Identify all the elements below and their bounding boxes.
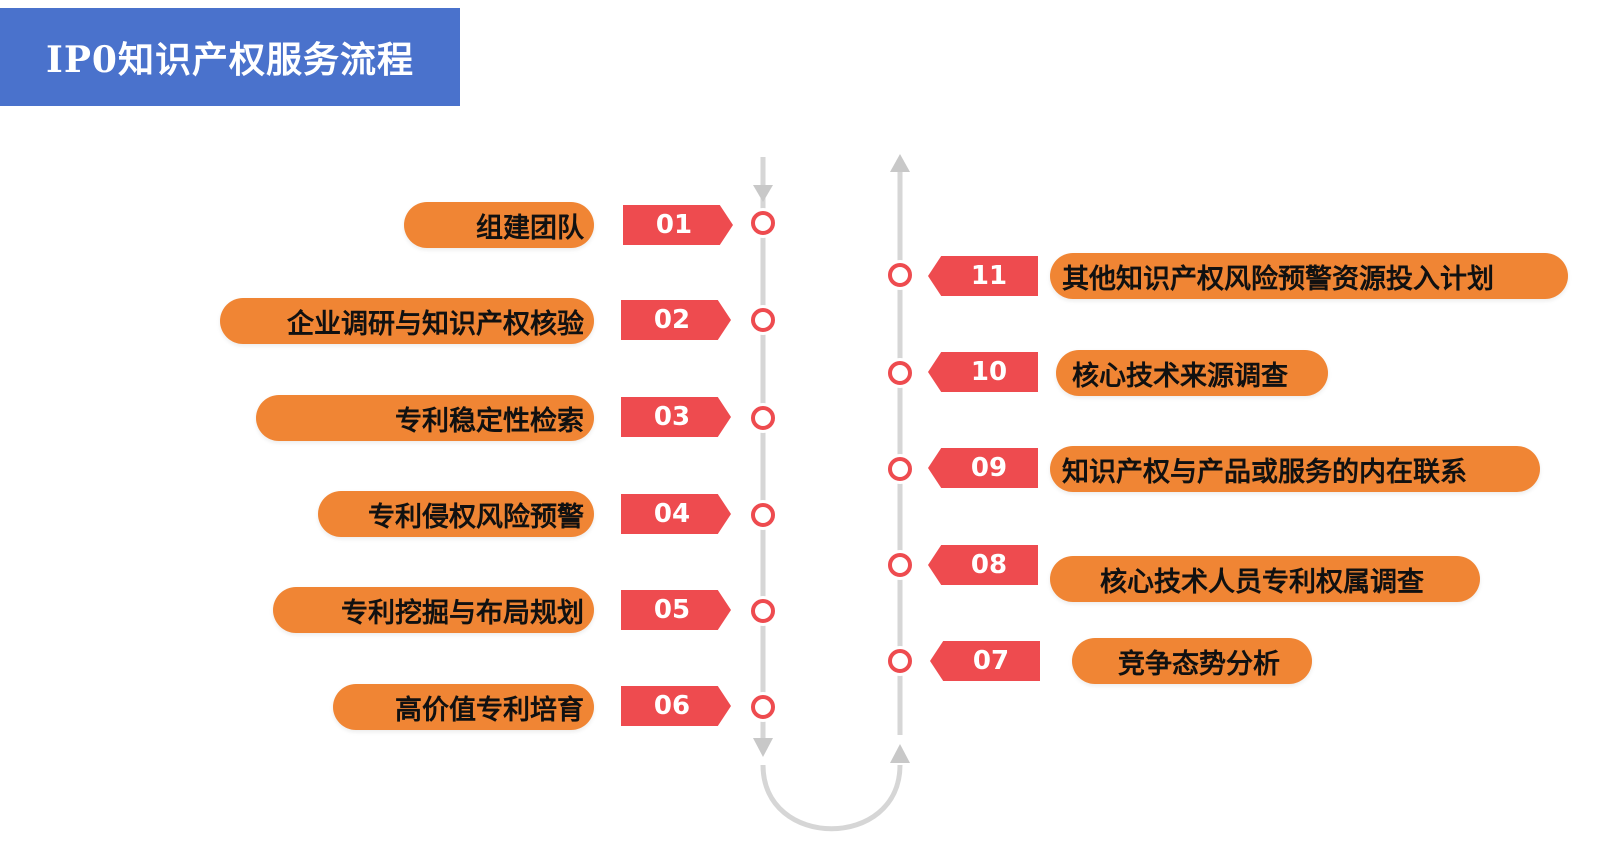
step-08-label: 核心技术人员专利权属调查: [1050, 556, 1480, 602]
left-down-arrow-top: [753, 185, 773, 202]
step-07-label: 竞争态势分析: [1072, 638, 1312, 684]
step-06-number: 06: [621, 686, 731, 726]
step-07-number: 07: [930, 641, 1040, 681]
step-08-number: 08: [928, 545, 1038, 585]
step-04-label: 专利侵权风险预警: [318, 491, 594, 537]
step-08-dot: [888, 553, 912, 577]
left-down-arrow-bottom: [753, 738, 773, 757]
step-03-label: 专利稳定性检索: [256, 395, 594, 441]
step-06-label: 高价值专利培育: [333, 684, 594, 730]
step-02-number: 02: [621, 300, 731, 340]
right-up-arrow-bottom: [890, 744, 910, 763]
page-title: IP0知识产权服务流程: [0, 8, 460, 106]
step-01-label: 组建团队: [404, 202, 594, 248]
step-10-number: 10: [928, 352, 1038, 392]
step-06-dot: [751, 695, 775, 719]
step-02-dot: [751, 308, 775, 332]
step-05-dot: [751, 599, 775, 623]
step-03-dot: [751, 406, 775, 430]
step-01-dot: [751, 211, 775, 235]
step-02-label: 企业调研与知识产权核验: [220, 298, 594, 344]
step-07-dot: [888, 649, 912, 673]
u-turn-connector: [760, 764, 903, 832]
step-01-number: 01: [623, 205, 733, 245]
step-04-number: 04: [621, 494, 731, 534]
step-09-number: 09: [928, 448, 1038, 488]
step-11-dot: [888, 263, 912, 287]
step-05-label: 专利挖掘与布局规划: [273, 587, 594, 633]
right-up-arrow-top: [890, 154, 910, 172]
step-11-label: 其他知识产权风险预警资源投入计划: [1050, 253, 1568, 299]
step-11-number: 11: [928, 256, 1038, 296]
step-10-label: 核心技术来源调查: [1056, 350, 1328, 396]
step-03-number: 03: [621, 397, 731, 437]
step-05-number: 05: [621, 590, 731, 630]
step-09-dot: [888, 457, 912, 481]
step-09-label: 知识产权与产品或服务的内在联系: [1050, 446, 1540, 492]
step-04-dot: [751, 503, 775, 527]
step-10-dot: [888, 361, 912, 385]
